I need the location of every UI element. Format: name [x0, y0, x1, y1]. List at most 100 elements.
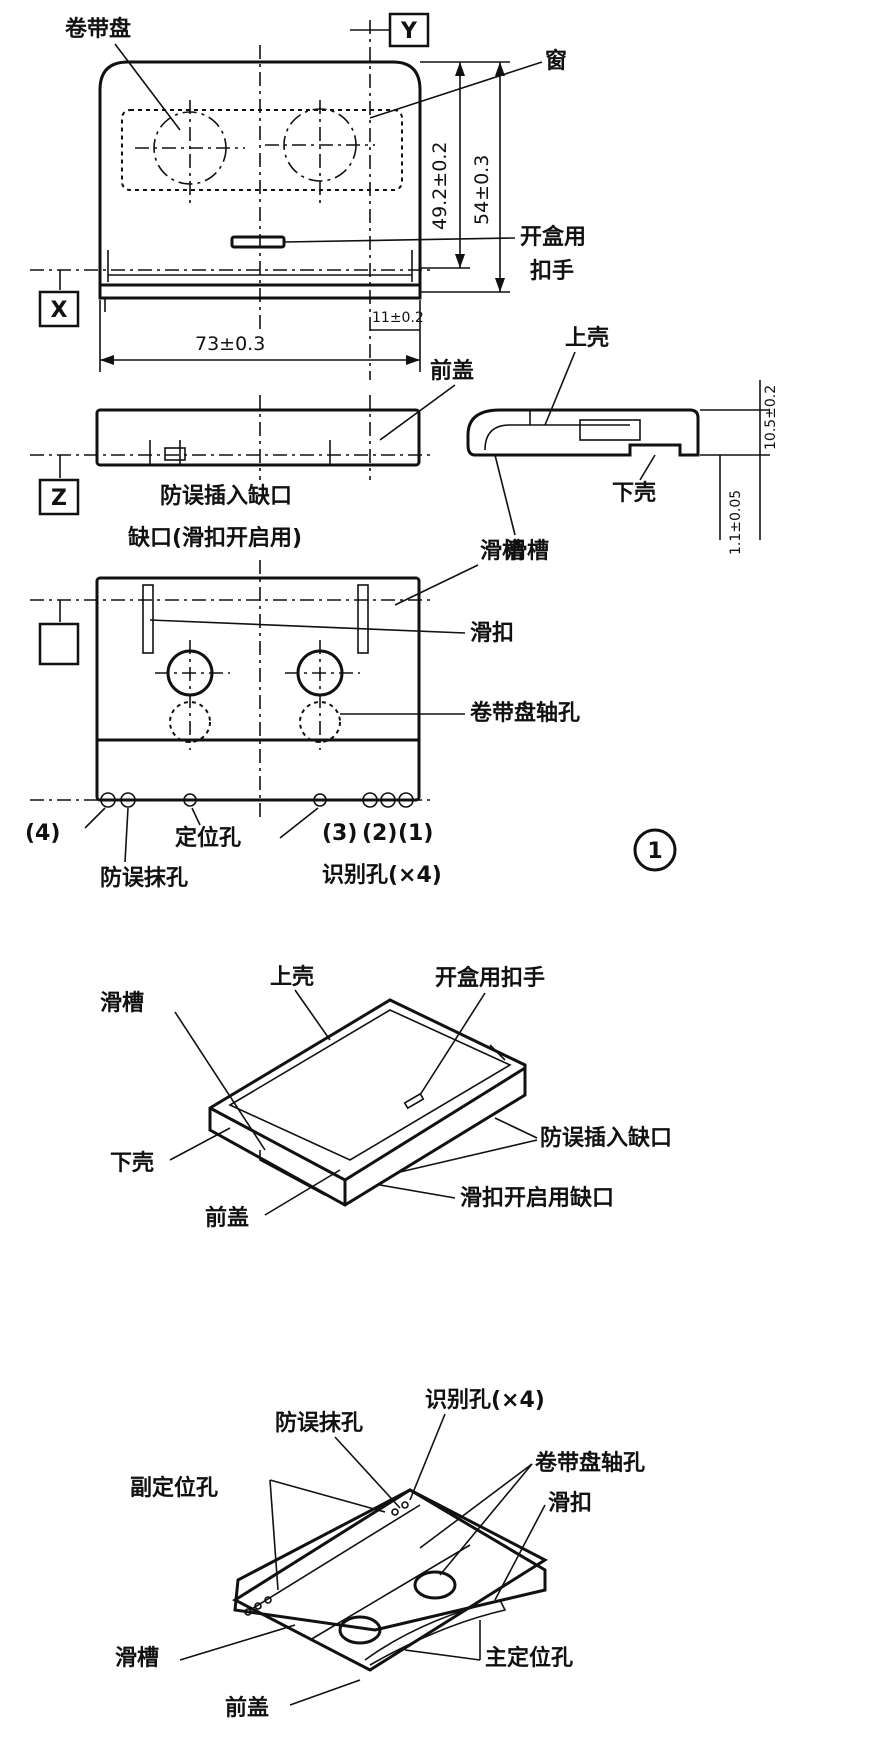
label-locating: 定位孔 — [175, 825, 241, 851]
dim-54: 54±0.3 — [471, 155, 493, 225]
leader-grip — [283, 237, 516, 243]
side-view-outline — [466, 408, 700, 457]
label-notch: 防误插入缺口 — [160, 483, 292, 509]
arrow-49-bot — [455, 254, 465, 268]
arrow-73-left — [100, 355, 114, 365]
iso-top-groove — [259, 1150, 326, 1196]
ident-hole-2 — [380, 792, 396, 808]
datum-x-label: X — [51, 298, 68, 323]
dim-11: 11±0.2 — [372, 310, 424, 326]
notch-slot — [164, 447, 186, 461]
label-lower-shell: 下壳 — [612, 481, 656, 506]
iso-top-outline — [208, 998, 527, 1207]
iso-label-notch: 防误插入缺口 — [540, 1125, 672, 1151]
iso-leader-groove — [174, 1011, 266, 1151]
figure-number-circle — [633, 828, 677, 872]
iso-label-main-locating: 主定位孔 — [485, 1645, 573, 1671]
hole-label-1: (1) — [398, 821, 433, 846]
arrow-73-right — [406, 355, 420, 365]
iso-leader-ident — [409, 1413, 446, 1501]
iso-top-panel — [228, 1009, 512, 1161]
front-view-outline — [95, 408, 421, 467]
iso-label-upper: 上壳 — [270, 965, 314, 990]
leader-locating-left — [191, 807, 201, 826]
iso-dot-1 — [244, 1608, 252, 1616]
label-spindle: 卷带盘轴孔 — [469, 700, 580, 726]
label-grip-line2: 扣手 — [530, 259, 574, 284]
iso-leader-slider — [494, 1504, 546, 1601]
iso-label-lower: 下壳 — [110, 1151, 154, 1176]
window-outline — [121, 109, 403, 191]
iso-leader-sub-locating-b — [269, 1479, 279, 1591]
side-groove — [484, 424, 630, 451]
iso-bottom-outline — [231, 1488, 549, 1672]
iso-dot-2 — [254, 1602, 262, 1610]
side-view — [466, 380, 770, 540]
iso-leader-grip — [419, 992, 486, 1096]
top-view — [30, 20, 430, 380]
label-upper-shell: 上壳 — [565, 326, 609, 351]
iso-bottom-grooves — [249, 1504, 471, 1641]
datum-z-box — [38, 478, 80, 516]
arrow-54-bot — [495, 278, 505, 292]
iso-bottom-view — [231, 1488, 549, 1672]
iso-leader-spindle-b — [419, 1463, 533, 1549]
label-ident: 识别孔(×4) — [322, 863, 442, 888]
bottom-datum-box — [38, 622, 80, 666]
label-slider: 滑扣 — [470, 621, 514, 646]
iso-label-groove: 滑槽 — [100, 991, 144, 1016]
leader-window — [369, 61, 543, 119]
slider-right — [357, 584, 369, 654]
locating-hole-right — [313, 793, 327, 807]
datum-x-box — [38, 290, 80, 328]
hole-label-2: (2) — [362, 821, 397, 846]
iso-leader-groove — [179, 1624, 296, 1661]
iso-leader-main-a — [404, 1649, 481, 1661]
bottom-spindle-left — [169, 701, 211, 743]
front-view — [30, 395, 430, 480]
label-reel: 卷带盘 — [64, 16, 131, 42]
iso-label-front: 前盖 — [225, 1695, 269, 1721]
leader-locating — [279, 807, 319, 839]
datum-y-label: Y — [400, 19, 418, 44]
grip-slot — [230, 235, 286, 249]
iso-leader-front — [264, 1169, 341, 1216]
iso-label-slider: 滑扣 — [548, 1491, 592, 1516]
top-view-outline — [98, 60, 422, 300]
iso-bottom-slider — [364, 1599, 507, 1666]
label-slide-notch: 缺口(滑扣开启用) — [128, 525, 302, 551]
leader-slider — [149, 619, 466, 634]
leader-lower — [639, 454, 656, 481]
iso-label-erase: 防误抹孔 — [275, 1411, 363, 1436]
slider-left — [142, 584, 154, 654]
label-grip-line1: 开盒用 — [520, 224, 586, 250]
bottom-spindle-right — [299, 701, 341, 743]
dim-1-1: 1.1±0.05 — [728, 490, 744, 555]
dim-49: 49.2±0.2 — [429, 142, 451, 230]
bottom-view — [30, 560, 430, 820]
iso-bottom-hole-1 — [413, 1570, 457, 1600]
datum-y-box — [388, 12, 430, 48]
label-erase: 防误抹孔 — [100, 866, 188, 891]
iso-label-groove: 滑槽 — [115, 1646, 159, 1671]
erase-hole — [100, 792, 116, 808]
label-bottom-groove: 滑槽 — [480, 539, 524, 564]
leader-side-groove — [494, 454, 516, 536]
hole-label-4: (4) — [25, 821, 60, 846]
top-view-lid-edge — [98, 240, 422, 287]
iso-label-front: 前盖 — [205, 1205, 249, 1231]
iso-leader-erase — [334, 1436, 401, 1509]
label-window: 窗 — [545, 48, 567, 74]
dim-thickness: 10.5±0.2 — [763, 385, 779, 450]
locating-hole-left — [183, 793, 197, 807]
iso-leader-notch-a — [494, 1117, 538, 1139]
label-side-groove: 滑槽 — [505, 539, 549, 564]
side-slider — [579, 419, 641, 441]
ident-hole-1 — [398, 792, 414, 808]
figure-number: 1 — [647, 839, 662, 864]
arrow-54-top — [495, 62, 505, 76]
leader-bottom-groove — [394, 564, 479, 606]
iso-top-detail — [489, 1044, 506, 1061]
bottom-view-outline — [95, 576, 421, 802]
